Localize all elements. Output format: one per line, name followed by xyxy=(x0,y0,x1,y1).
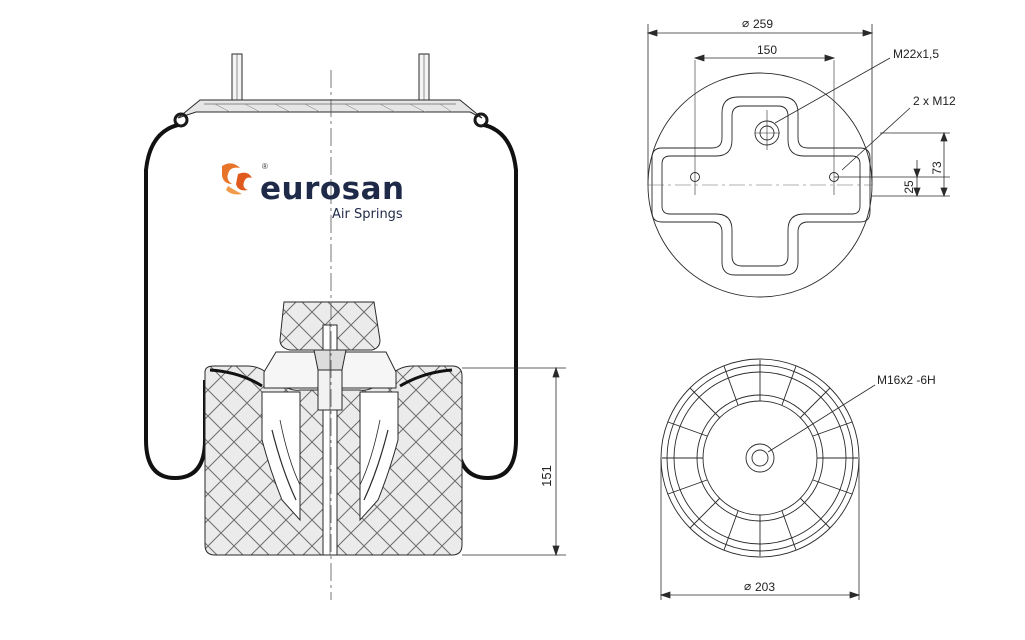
side-threads-label: 2 x M12 xyxy=(913,94,956,108)
top-view-dimensions xyxy=(646,24,950,198)
cross-plate-outer xyxy=(651,96,871,276)
bottom-diameter-label: 203 xyxy=(755,580,775,594)
bellow-right xyxy=(456,123,518,481)
brand-subtitle: Air Springs xyxy=(332,207,403,222)
brand-name: eurosan xyxy=(260,171,405,207)
bottom-view-dimensions xyxy=(659,384,876,600)
bellow-left xyxy=(144,123,207,481)
center-thread-label: M22x1,5 xyxy=(893,47,939,61)
top-stud-left xyxy=(231,53,243,105)
bottom-thread-label: M16x2 -6H xyxy=(877,373,936,387)
bottom-diameter-symbol: ⌀ xyxy=(744,579,751,593)
piston-ribs xyxy=(662,360,858,556)
offset-25-label: 25 xyxy=(902,180,916,194)
height-dimension xyxy=(462,366,566,557)
top-plate xyxy=(177,99,483,119)
top-diameter-symbol: ⌀ xyxy=(742,16,749,30)
crimp-bead-left xyxy=(173,112,189,128)
offset-73-label: 73 xyxy=(930,161,944,175)
center-bolt xyxy=(313,322,347,556)
top-view xyxy=(647,60,873,298)
height-label: 151 xyxy=(539,465,554,487)
brand-logo: ® eurosan Air Springs xyxy=(218,160,438,230)
side-view xyxy=(144,53,518,600)
crimp-bead-right xyxy=(473,112,489,128)
cross-plate-inner xyxy=(661,105,861,267)
stud-spacing-label: 150 xyxy=(757,43,777,57)
top-stud-right xyxy=(418,53,430,105)
bottom-thread-hole xyxy=(745,443,775,473)
top-diameter-label: 259 xyxy=(753,17,773,31)
registered-mark: ® xyxy=(262,162,268,171)
flame-logo-icon xyxy=(222,163,252,195)
bottom-view xyxy=(660,358,860,558)
